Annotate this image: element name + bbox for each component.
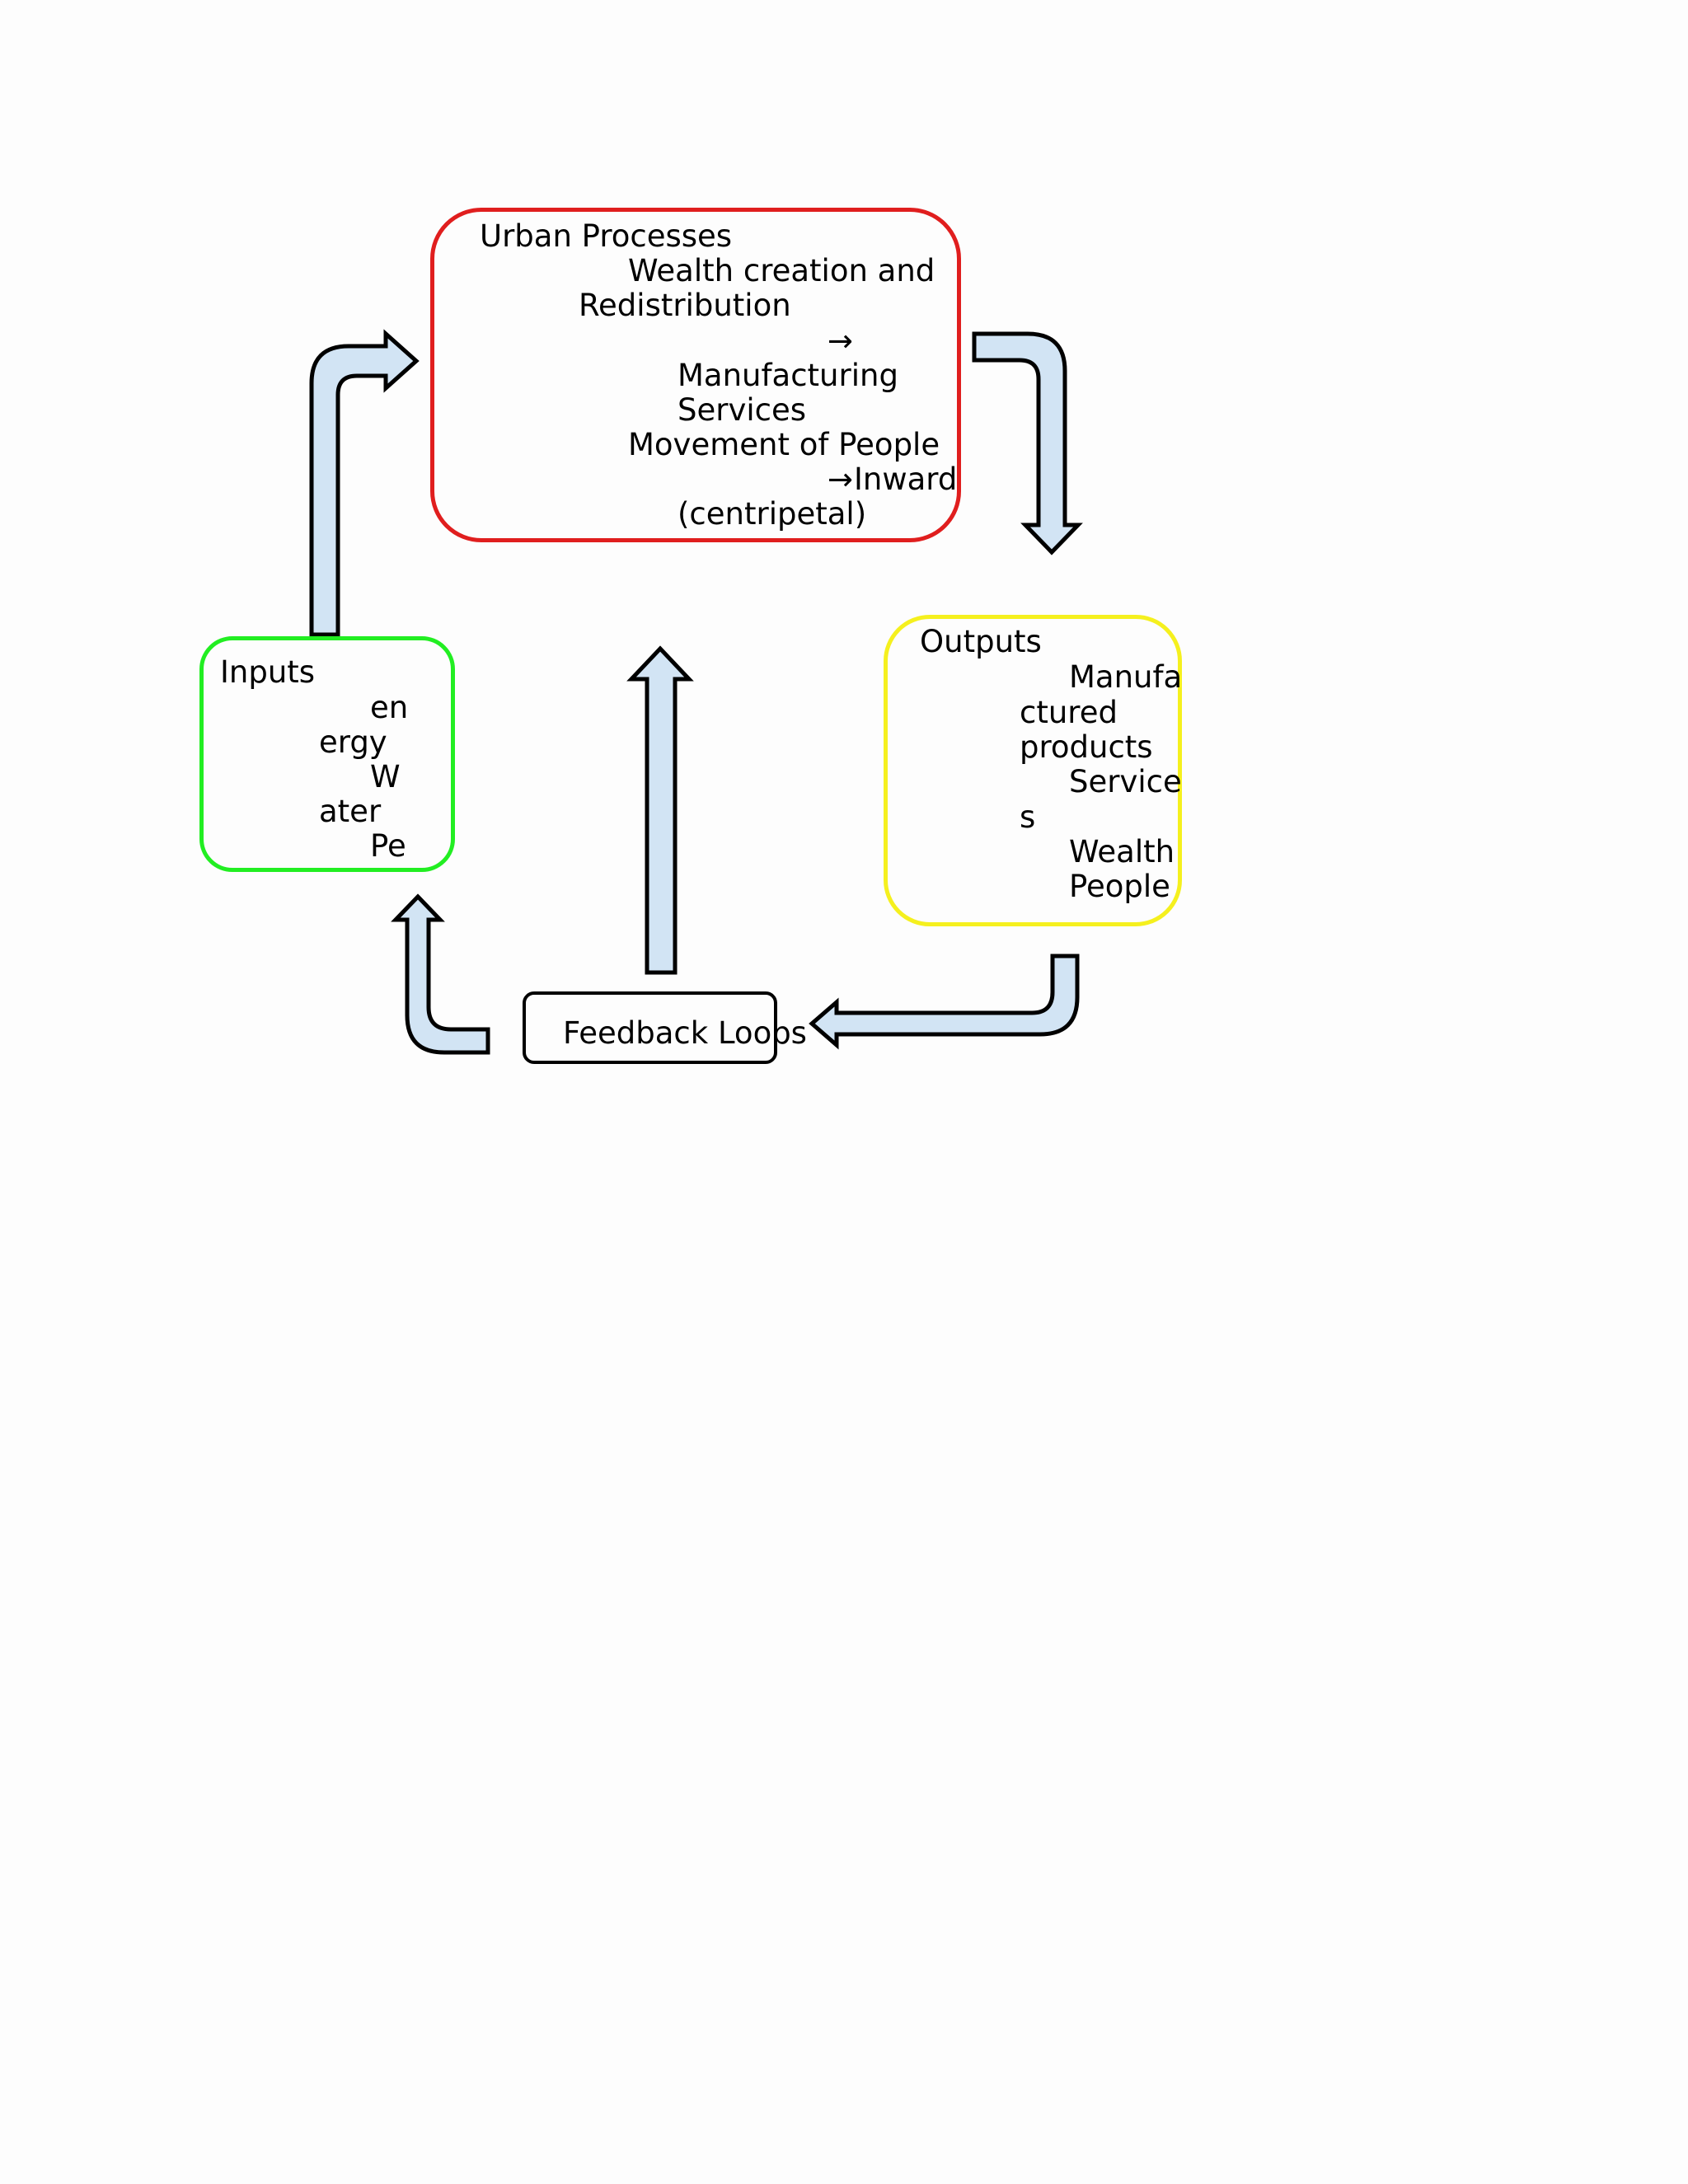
outputs-fragment-service: Service — [1069, 764, 1180, 799]
outputs-title: Outputs — [920, 624, 1042, 659]
inputs-fragment-w: W — [370, 759, 401, 794]
outputs-fragment-people: People — [1069, 869, 1170, 904]
feedback-loops-label: Feedback Loops — [563, 1015, 807, 1051]
inputs-title: Inputs — [220, 654, 316, 690]
outputs-fragment-s: s — [1020, 799, 1036, 835]
right-arrow-icon: → — [828, 323, 854, 359]
arrow-feedback-to-processes — [626, 645, 694, 975]
outputs-text-area: Outputs Manufa ctured products Service s… — [888, 619, 1180, 904]
arrow-inputs-to-processes — [309, 329, 420, 637]
urban-processes-line-manufacturing: Manufacturing — [678, 358, 898, 393]
feedback-loops-box: Feedback Loops — [523, 991, 807, 1064]
urban-processes-line-redistribution: Redistribution — [579, 288, 791, 323]
outputs-fragment-manufa: Manufa — [1069, 659, 1180, 695]
urban-processes-line-centripetal: (centripetal) — [678, 496, 867, 532]
urban-processes-line-services: Services — [678, 392, 807, 428]
urban-processes-title: Urban Processes — [480, 218, 733, 254]
right-arrow-icon: → — [828, 462, 854, 497]
urban-processes-line-wealth-creation: Wealth creation and — [628, 253, 935, 288]
outputs-fragment-ctured: ctured — [1020, 695, 1118, 730]
outputs-box: Outputs Manufa ctured products Service s… — [884, 615, 1182, 926]
outputs-fragment-products: products — [1020, 729, 1153, 765]
arrow-processes-to-outputs — [972, 331, 1083, 555]
urban-processes-line-movement-of-people: Movement of People — [628, 427, 940, 462]
inputs-fragment-ergy: ergy — [319, 724, 387, 760]
arrow-outputs-to-feedback — [809, 954, 1080, 1050]
urban-processes-box: Urban Processes Wealth creation and Redi… — [430, 208, 961, 542]
inputs-fragment-ater: ater — [319, 794, 382, 829]
outputs-fragment-wealth: Wealth — [1069, 834, 1175, 869]
arrow-feedback-to-inputs — [391, 893, 490, 1055]
inputs-fragment-pe: Pe — [370, 828, 406, 864]
urban-processes-line-inward: Inward — [854, 462, 958, 497]
inputs-box: Inputs en ergy W ater Pe — [199, 636, 455, 872]
inputs-fragment-en: en — [370, 690, 409, 725]
